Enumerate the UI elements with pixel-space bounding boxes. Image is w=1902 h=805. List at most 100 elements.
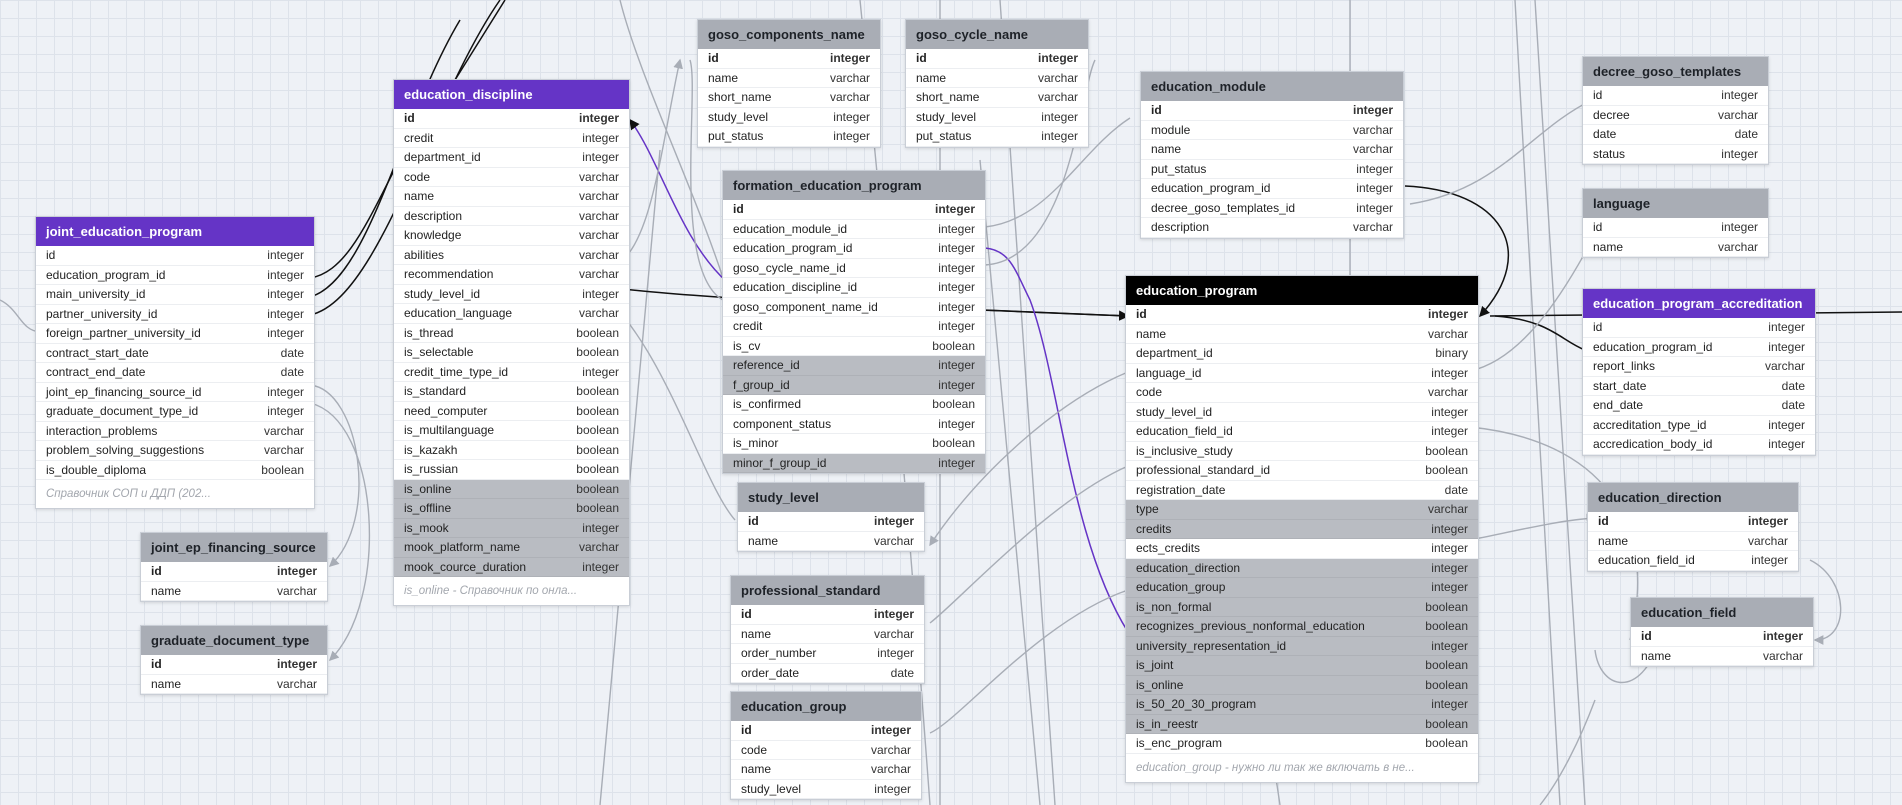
table-header[interactable]: joint_ep_financing_source: [141, 533, 327, 562]
table-header[interactable]: study_level: [738, 483, 924, 512]
table-header[interactable]: goso_cycle_name: [906, 20, 1088, 49]
table-header[interactable]: education_program_accreditation: [1583, 289, 1815, 318]
table-header[interactable]: education_module: [1141, 72, 1403, 101]
table-header[interactable]: language: [1583, 189, 1768, 218]
table-header[interactable]: formation_education_program: [723, 171, 985, 200]
table-header[interactable]: education_direction: [1588, 483, 1798, 512]
table-header[interactable]: goso_components_name: [698, 20, 880, 49]
table-header[interactable]: education_discipline: [394, 80, 629, 109]
table-header[interactable]: joint_education_program: [36, 217, 314, 246]
